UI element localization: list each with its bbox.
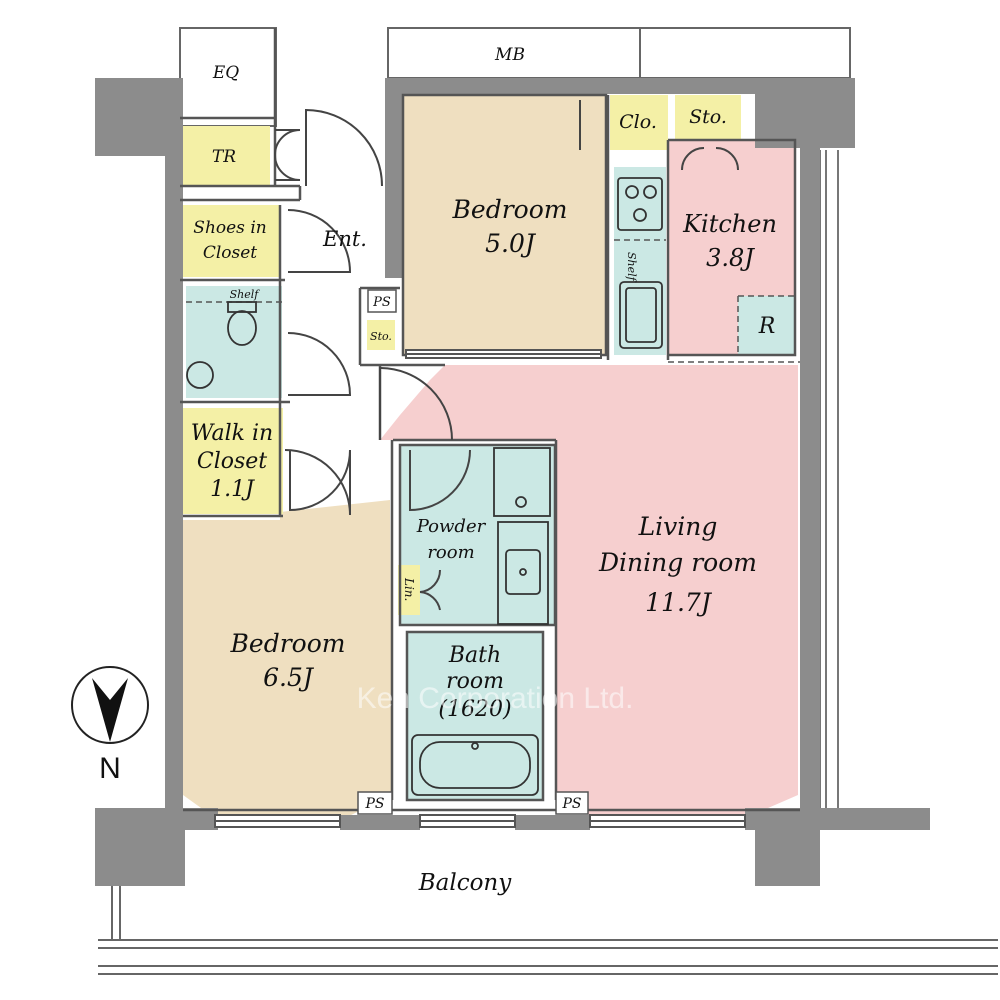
label-walk-in-size: 1.1J	[210, 477, 255, 502]
label-eq: EQ	[212, 63, 239, 83]
ps-living-box	[555, 791, 589, 815]
room-living-dining	[380, 365, 798, 818]
room-bedroom-south	[183, 500, 392, 818]
label-walk-in-line2: Closet	[197, 449, 267, 474]
label-bath-line3: (1620)	[438, 697, 511, 722]
label-bedroom-south-size: 6.5J	[263, 663, 315, 692]
closet-tr	[180, 126, 270, 186]
room-bath	[407, 632, 543, 800]
structural-walls	[95, 78, 930, 886]
shower-tray-icon	[493, 447, 551, 517]
windows	[214, 814, 746, 828]
closet-walk-in	[183, 408, 283, 514]
label-bath-line2: room	[446, 669, 504, 694]
label-bedroom-south-name: Bedroom	[230, 629, 346, 658]
ps-bedroom-box	[357, 791, 393, 815]
label-linen: Lin.	[402, 577, 416, 601]
balcony-railing	[98, 880, 998, 975]
linen-cupboard	[398, 565, 420, 615]
label-shoes-closet-line2: Closet	[203, 243, 257, 263]
label-sto-top: Sto.	[689, 106, 727, 128]
bathtub-icon	[411, 734, 539, 796]
label-ps-living: PS	[561, 796, 581, 812]
label-entrance: Ent.	[322, 227, 367, 251]
kitchen-counter	[614, 167, 666, 355]
label-kitchen-shelf: Shelf	[625, 252, 638, 283]
label-kitchen-name: Kitchen	[682, 210, 777, 238]
watermark: Ken Corporation Ltd.	[357, 682, 634, 715]
closet-shoes	[180, 205, 280, 277]
label-mb: MB	[494, 45, 525, 65]
right-shaft-lines	[819, 150, 839, 830]
label-tr: TR	[212, 147, 236, 167]
room-bedroom-north	[403, 95, 606, 355]
label-shoes-closet-line1: Shoes in	[193, 218, 266, 238]
label-living-size: 11.7J	[645, 588, 713, 617]
label-sto-small: Sto.	[370, 330, 392, 343]
label-bedroom-north-name: Bedroom	[452, 195, 568, 224]
sliding-door-bedroom-north	[405, 349, 602, 359]
label-powder-line1: Powder	[416, 516, 487, 537]
ps-entrance-box	[367, 289, 397, 313]
stove-icon	[617, 177, 663, 231]
kitchen-sink-icon	[619, 281, 663, 349]
north-compass: N	[71, 666, 149, 785]
storage-small	[367, 320, 395, 350]
compass-needle-icon	[92, 678, 128, 742]
storage-top	[675, 95, 741, 140]
north-label: N	[99, 752, 121, 785]
label-balcony: Balcony	[418, 870, 513, 896]
closet-clo	[610, 95, 668, 150]
label-living-line2: Dining room	[598, 548, 757, 577]
label-bath-line1: Bath	[448, 643, 501, 668]
label-toilet-shelf: Shelf	[230, 288, 261, 301]
room-powder	[400, 445, 555, 625]
label-ps-bedroom: PS	[364, 796, 384, 812]
label-bedroom-north-size: 5.0J	[485, 229, 537, 258]
label-kitchen-size: 3.8J	[706, 244, 755, 272]
label-ps-entrance: PS	[372, 295, 391, 310]
label-refrigerator: R	[758, 314, 776, 339]
washbasin-icon	[497, 521, 549, 625]
label-walk-in-line1: Walk in	[191, 421, 273, 446]
toilet-icon	[186, 301, 257, 389]
door-swings	[274, 100, 739, 611]
refrigerator-space	[738, 296, 796, 354]
kitchen-dashes	[186, 239, 800, 363]
label-living-line1: Living	[638, 512, 718, 541]
label-clo: Clo.	[619, 111, 657, 133]
label-powder-line2: room	[427, 542, 474, 563]
